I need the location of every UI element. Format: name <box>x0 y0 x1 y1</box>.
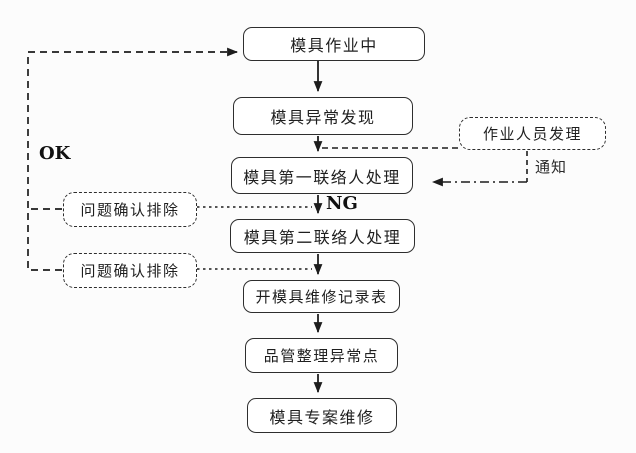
node-mold-operating: 模具作业中 <box>243 27 425 61</box>
edge-label-ok: OK <box>39 143 71 164</box>
node-operator-handling: 作业人员发理 <box>459 117 606 150</box>
node-open-repair-record: 开模具维修记录表 <box>243 280 400 313</box>
node-issue-confirmed-resolved-1: 问题确认排除 <box>63 192 197 227</box>
node-issue-confirmed-resolved-2: 问题确认排除 <box>63 253 197 288</box>
node-abnormality-found: 模具异常发现 <box>233 97 413 135</box>
edge-label-notify: 通知 <box>535 158 568 176</box>
edge-ok-loopback <box>27 47 239 271</box>
node-qc-collates-abnormalities: 品管整理异常点 <box>245 338 398 373</box>
node-second-contact-handling: 模具第二联络人处理 <box>230 219 415 253</box>
edge-label-ng: NG <box>326 193 358 214</box>
node-special-repair: 模具专案维修 <box>247 398 397 433</box>
node-first-contact-handling: 模具第一联络人处理 <box>231 157 413 194</box>
